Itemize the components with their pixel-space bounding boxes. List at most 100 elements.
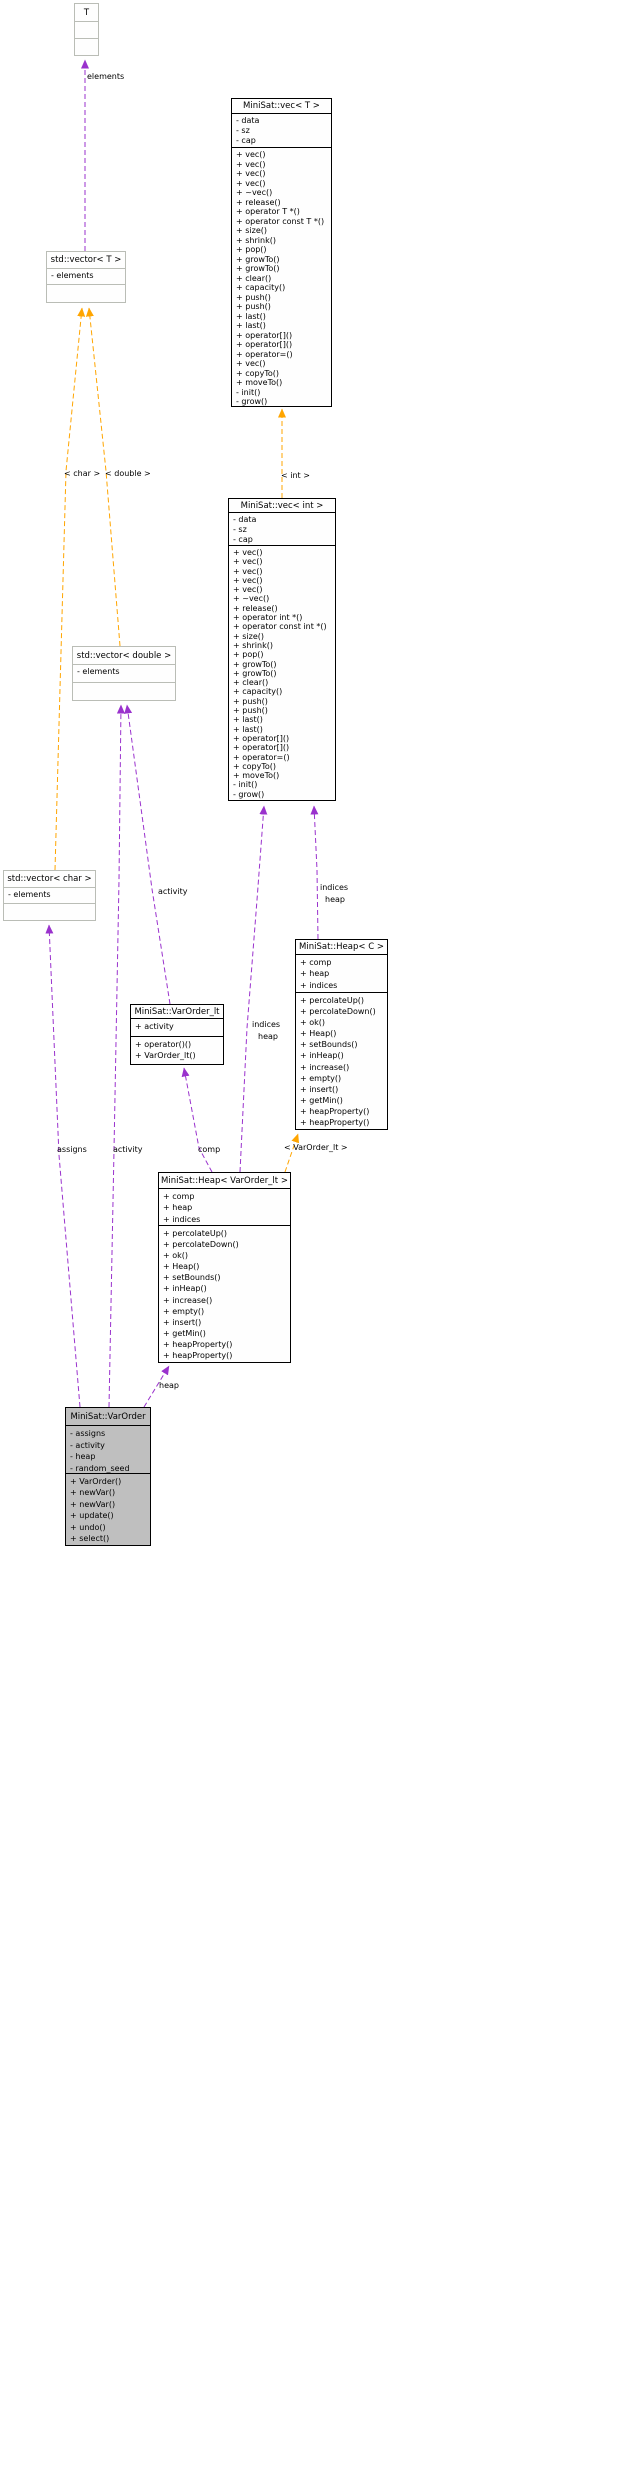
member: + push() <box>233 696 268 706</box>
member: + last() <box>236 321 266 330</box>
member: - sz <box>233 525 247 535</box>
class-title: T <box>75 4 98 22</box>
member: - data <box>236 116 260 125</box>
member: + clear() <box>233 678 269 688</box>
member: + vec() <box>233 548 263 557</box>
member: + vec() <box>236 178 266 188</box>
member: + release() <box>236 197 281 207</box>
member: + clear() <box>236 273 272 283</box>
class-box-t: T <box>74 3 99 56</box>
member: + percolateDown() <box>163 1240 239 1250</box>
member: + vec() <box>233 575 263 585</box>
member: + heap <box>163 1203 193 1213</box>
class-box-minisat-heap-varorder-lt[interactable]: MiniSat::Heap< VarOrder_lt > + comp+ hea… <box>158 1172 291 1363</box>
member: + operator[]() <box>233 733 290 743</box>
member: - heap <box>70 1452 96 1461</box>
member: - cap <box>236 136 256 146</box>
member: + vec() <box>236 359 266 368</box>
class-title: MiniSat::VarOrder_lt <box>131 1005 223 1019</box>
member: - data <box>233 515 257 524</box>
member: + inHeap() <box>163 1284 207 1294</box>
class-box-std-vector-char: std::vector< char > - elements <box>3 870 96 921</box>
member: + ok() <box>300 1018 326 1028</box>
class-box-minisat-vec-int[interactable]: MiniSat::vec< int > - data- sz- cap + ve… <box>228 498 336 801</box>
member: + operator const int *() <box>233 622 327 632</box>
member: + activity <box>135 1022 174 1031</box>
member: - sz <box>236 126 250 136</box>
member: + vec() <box>233 566 263 576</box>
member: - grow() <box>236 397 268 406</box>
class-title: MiniSat::VarOrder <box>66 1408 150 1426</box>
edge-label-heap-right: heap <box>325 895 345 904</box>
member: + VarOrder_lt() <box>135 1051 196 1060</box>
member: + undo() <box>70 1522 106 1532</box>
edge-template-varorderlt <box>284 1133 300 1173</box>
member: + vec() <box>236 159 266 169</box>
member: - elements <box>8 890 51 899</box>
class-title: std::vector< char > <box>4 871 95 888</box>
member: - elements <box>51 271 94 280</box>
member: + operator int *() <box>233 613 303 623</box>
member: + vec() <box>236 169 266 178</box>
member: + increase() <box>163 1295 213 1305</box>
member: + push() <box>236 292 271 302</box>
member: + vec() <box>233 557 263 567</box>
class-box-minisat-varorder[interactable]: MiniSat::VarOrder - assigns- activity- h… <box>65 1407 151 1546</box>
member: + push() <box>236 302 271 311</box>
member: + Heap() <box>300 1029 337 1039</box>
member: + Heap() <box>163 1262 200 1272</box>
member: + heapProperty() <box>163 1339 233 1349</box>
member: + percolateDown() <box>300 1007 376 1017</box>
member: + last() <box>233 724 263 734</box>
edge-template-char <box>54 307 86 871</box>
member: + indices <box>163 1214 201 1224</box>
class-title: std::vector< T > <box>47 252 125 269</box>
member: + vec() <box>233 585 263 595</box>
member: + growTo() <box>236 254 280 264</box>
member: + newVar() <box>70 1499 116 1509</box>
class-box-minisat-heap-c[interactable]: MiniSat::Heap< C > + comp+ heap+ indices… <box>295 939 388 1130</box>
member: + operator T *() <box>236 207 300 216</box>
member: + operator[]() <box>236 330 293 340</box>
class-box-minisat-vec-t[interactable]: MiniSat::vec< T > - data- sz- cap + vec(… <box>231 98 332 407</box>
member: + operator=() <box>233 752 290 762</box>
member: - assigns <box>70 1429 106 1438</box>
edge-label-activity-lower: activity <box>113 1145 143 1154</box>
member: + heapProperty() <box>300 1106 370 1116</box>
edge-label-template-int: < int > <box>281 471 310 480</box>
edge-label-template-double: < double > <box>105 469 151 478</box>
member: - activity <box>70 1440 105 1450</box>
member: + ~vec() <box>236 188 273 197</box>
edge-assigns <box>45 924 81 1408</box>
member: - init() <box>233 780 258 790</box>
class-title: std::vector< double > <box>73 647 175 665</box>
member: + inHeap() <box>300 1051 344 1061</box>
member: + setBounds() <box>163 1273 221 1283</box>
class-title: MiniSat::vec< T > <box>232 99 331 114</box>
member: + last() <box>236 311 266 321</box>
member: - elements <box>77 667 120 676</box>
member: + increase() <box>300 1062 350 1072</box>
member: - random_seed <box>70 1463 130 1473</box>
member: + insert() <box>163 1317 202 1327</box>
member: + copyTo() <box>236 368 280 378</box>
class-box-std-vector-double: std::vector< double > - elements <box>72 646 176 701</box>
member: + release() <box>233 603 278 613</box>
member: + capacity() <box>233 687 283 697</box>
member: + size() <box>236 226 267 235</box>
edge-activity-varorder <box>108 704 125 1408</box>
class-title: MiniSat::Heap< C > <box>296 940 387 955</box>
member: + growTo() <box>236 264 280 273</box>
member: + moveTo() <box>236 378 283 387</box>
class-box-minisat-varorder-lt[interactable]: MiniSat::VarOrder_lt + activity + operat… <box>130 1004 224 1065</box>
edge-label-heap-center: heap <box>258 1032 278 1041</box>
member: + capacity() <box>236 283 286 292</box>
member: + vec() <box>236 150 266 159</box>
member: + newVar() <box>70 1488 116 1498</box>
member: + comp <box>300 958 332 967</box>
member: + shrink() <box>236 235 276 245</box>
member: - cap <box>233 535 253 545</box>
member: + heapProperty() <box>163 1351 233 1361</box>
member: + getMin() <box>163 1328 206 1338</box>
